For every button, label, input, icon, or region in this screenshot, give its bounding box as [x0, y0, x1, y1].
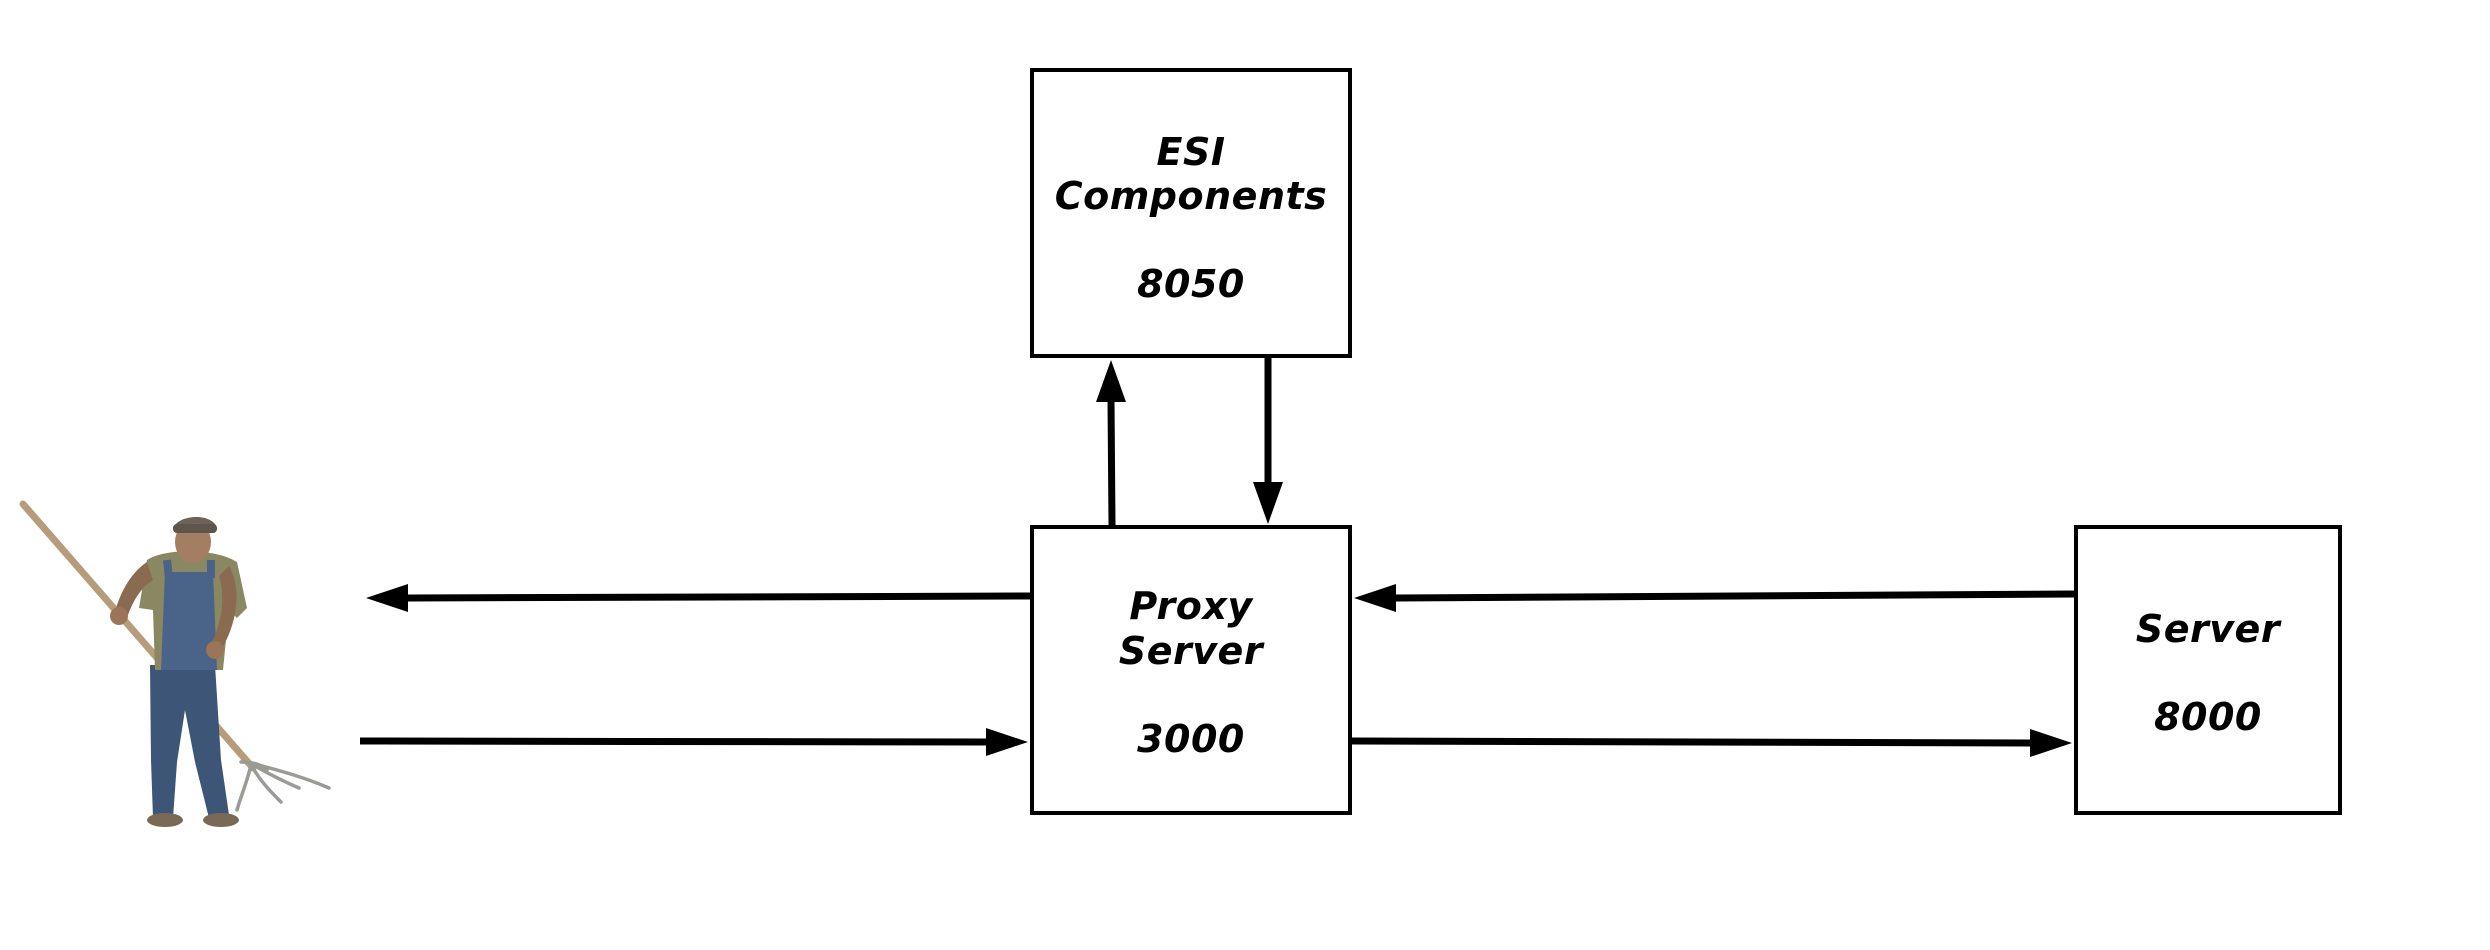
server-line1: Server	[2135, 607, 2281, 651]
farmer-with-pitchfork-icon	[19, 500, 331, 827]
esi-components-node: ESI Components 8050	[1030, 68, 1352, 358]
esi-line1: ESI	[1156, 130, 1226, 174]
arrow-user-to-proxy	[359, 728, 1028, 756]
arrow-proxy-to-esi	[1096, 360, 1126, 526]
proxy-server-node: Proxy Server 3000	[1030, 525, 1352, 815]
esi-line2: Components	[1054, 174, 1328, 218]
server-node: Server 8000	[2074, 525, 2342, 815]
arrow-proxy-to-user	[366, 584, 1031, 612]
esi-port: 8050	[1137, 262, 1245, 306]
arrow-esi-to-proxy	[1253, 358, 1283, 524]
arrow-server-to-proxy	[1354, 584, 2075, 612]
server-port: 8000	[2154, 695, 2262, 739]
proxy-line1: Proxy	[1129, 584, 1253, 628]
proxy-port: 3000	[1137, 717, 1245, 761]
arrow-proxy-to-server	[1351, 729, 2072, 757]
proxy-line2: Server	[1118, 629, 1264, 673]
